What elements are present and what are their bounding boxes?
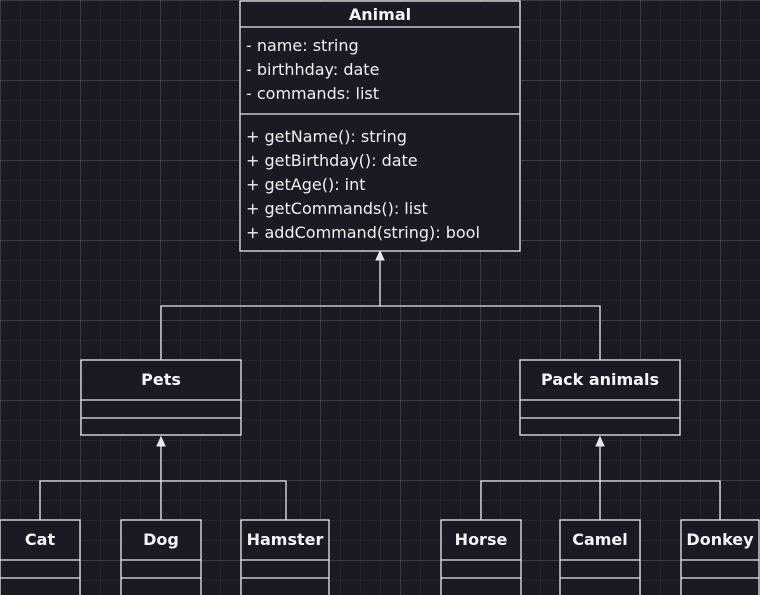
class-pets-title: Pets xyxy=(141,370,181,389)
connector-horse-to-pack xyxy=(480,480,600,520)
class-pack-animals[interactable]: Pack animals xyxy=(519,359,681,436)
connector-donkey-to-pack xyxy=(600,480,721,520)
class-pack-animals-title: Pack animals xyxy=(541,370,659,389)
class-animal-frame xyxy=(239,0,521,252)
class-donkey-frame xyxy=(680,519,760,595)
class-cat[interactable]: Cat xyxy=(0,519,81,595)
class-animal-method: + getCommands(): list xyxy=(246,199,428,218)
class-hamster[interactable]: Hamster xyxy=(240,519,330,595)
class-camel[interactable]: Camel xyxy=(559,519,641,595)
class-dog-title: Dog xyxy=(143,530,179,549)
connector-pack-to-animal xyxy=(380,305,601,360)
class-pets-frame xyxy=(80,359,242,436)
class-animal-attribute: - birthhday: date xyxy=(246,60,379,79)
inheritance-arrow-animal xyxy=(375,249,385,261)
class-hamster-title: Hamster xyxy=(247,530,324,549)
class-animal-attribute: - commands: list xyxy=(246,84,379,103)
connector-hamster-to-pets xyxy=(161,480,287,520)
class-animal-title: Animal xyxy=(349,5,411,24)
class-horse-frame xyxy=(440,519,522,595)
connector-pets-to-animal xyxy=(160,258,381,360)
class-horse[interactable]: Horse xyxy=(440,519,522,595)
class-dog[interactable]: Dog xyxy=(120,519,202,595)
class-camel-title: Camel xyxy=(572,530,628,549)
class-donkey-title: Donkey xyxy=(686,530,754,549)
class-animal-method: + addCommand(string): bool xyxy=(246,223,480,242)
inheritance-arrow-pets xyxy=(156,435,166,447)
class-dog-frame xyxy=(120,519,202,595)
class-animal-method: + getBirthday(): date xyxy=(246,151,418,170)
class-cat-frame xyxy=(0,519,81,595)
class-donkey[interactable]: Donkey xyxy=(680,519,760,595)
class-animal-method: + getName(): string xyxy=(246,127,407,146)
class-pets[interactable]: Pets xyxy=(80,359,242,436)
class-animal-attribute: - name: string xyxy=(246,36,359,55)
inheritance-arrow-pack xyxy=(595,435,605,447)
class-pack-animals-frame xyxy=(519,359,681,436)
class-animal-method: + getAge(): int xyxy=(246,175,366,194)
class-hamster-frame xyxy=(240,519,330,595)
class-animal[interactable]: Animal - name: string - birthhday: date … xyxy=(239,0,521,252)
inheritance-connectors xyxy=(39,249,721,520)
class-cat-title: Cat xyxy=(25,530,56,549)
class-horse-title: Horse xyxy=(455,530,508,549)
connector-cat-to-pets xyxy=(39,480,161,520)
